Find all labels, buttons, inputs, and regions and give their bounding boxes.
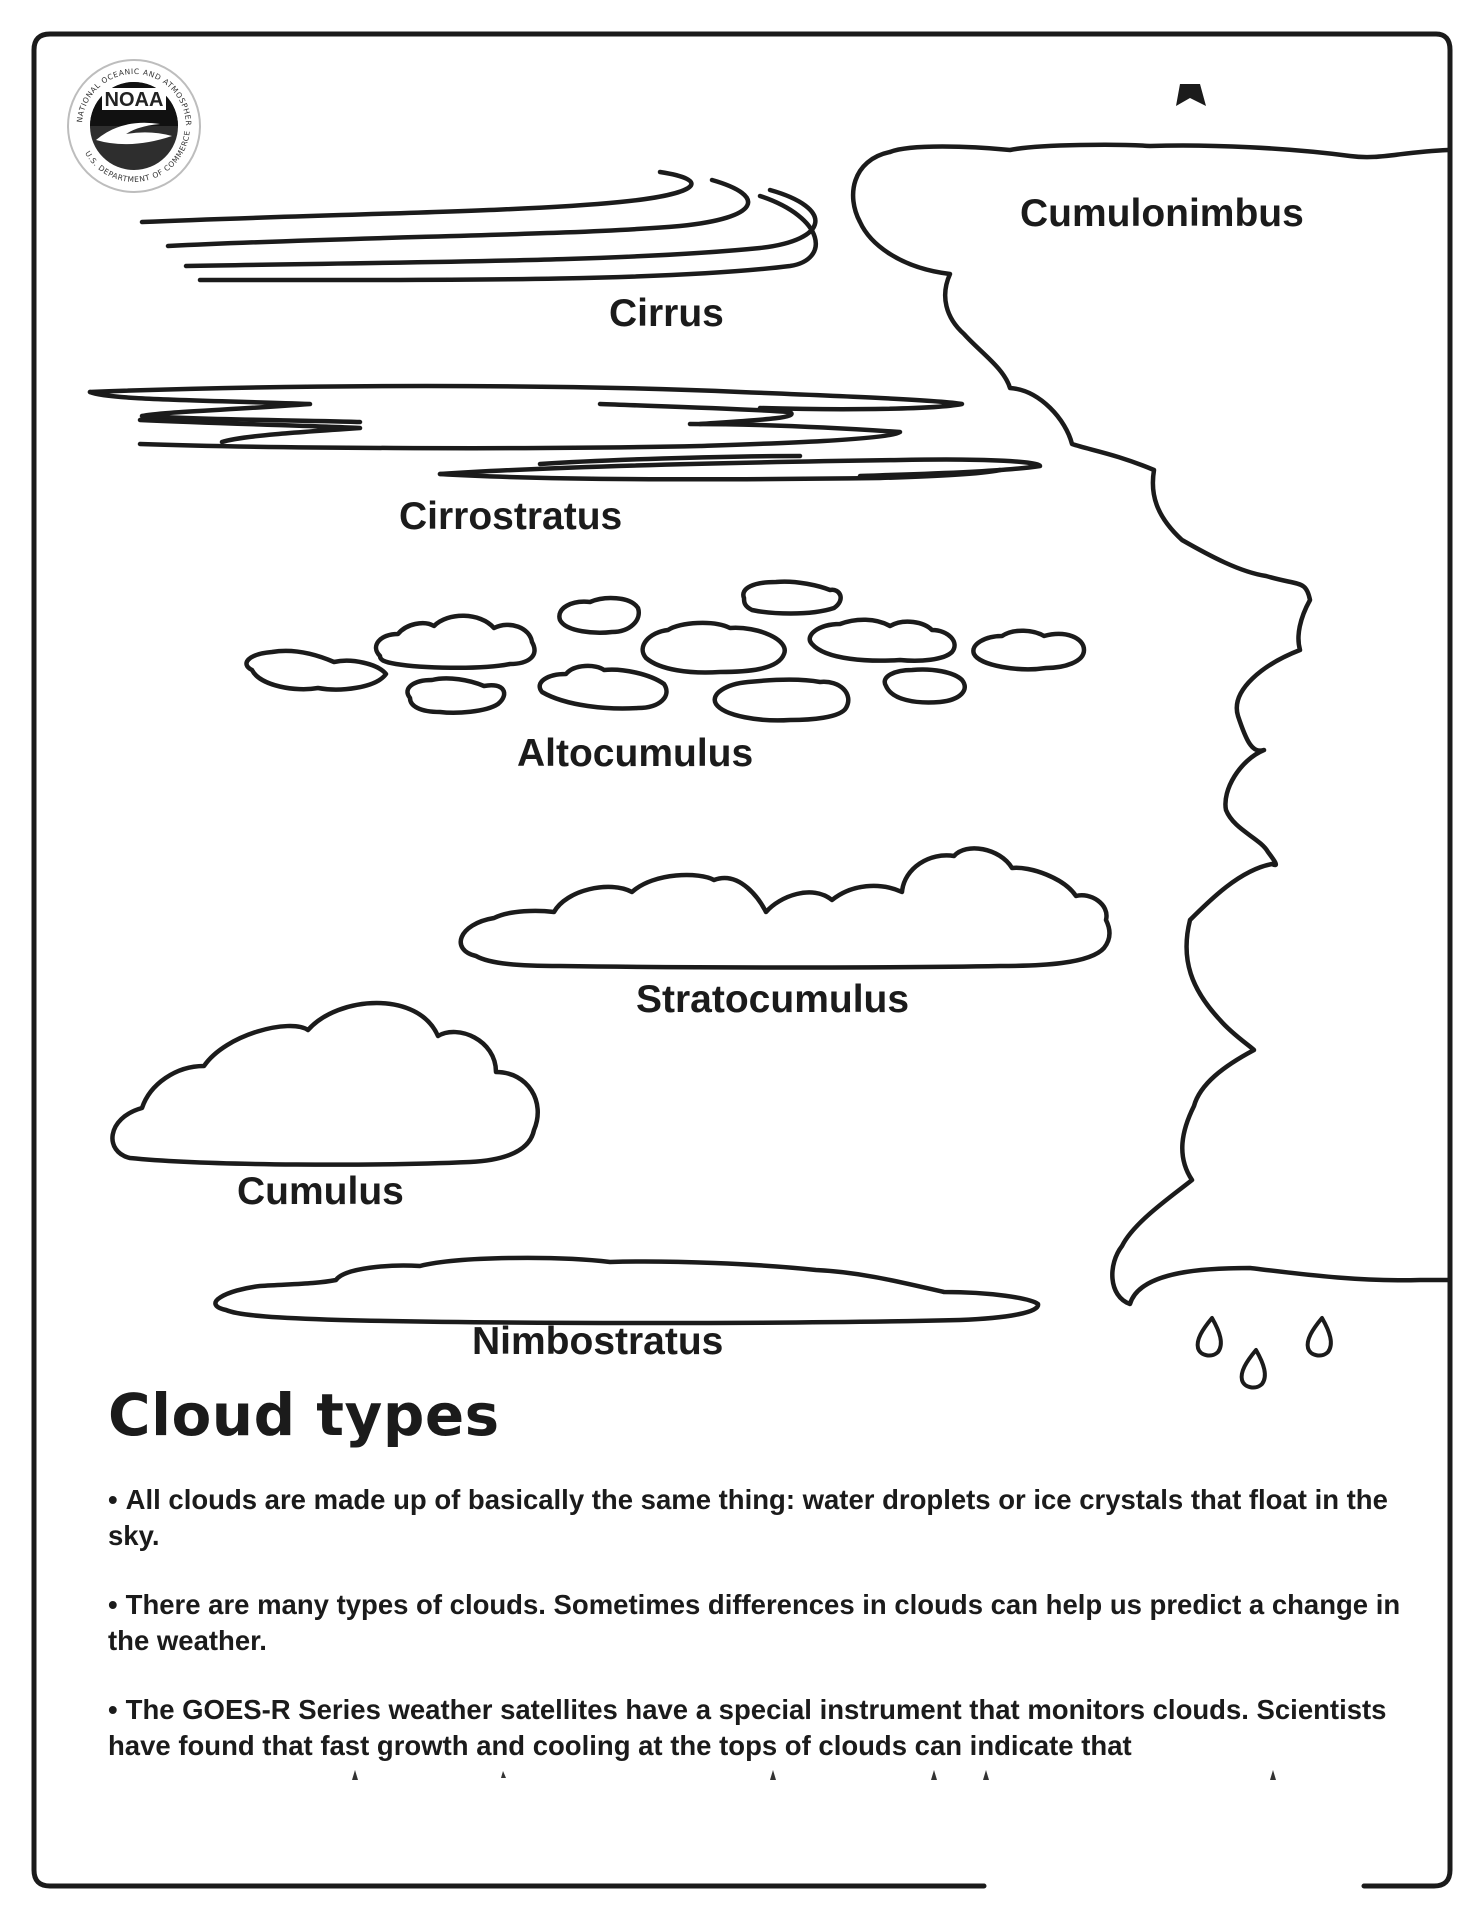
- bullet-2: •There are many types of clouds. Sometim…: [108, 1587, 1408, 1659]
- stratocumulus-cloud-drawing: [458, 846, 1112, 970]
- altocumulus-cloud-drawing: [244, 579, 1087, 723]
- bullet-3: •The GOES-R Series weather satellites ha…: [108, 1692, 1408, 1764]
- noaa-logo: NATIONAL OCEANIC AND ATMOSPHERIC ADMINIS…: [0, 0, 201, 193]
- cumulonimbus-cloud-drawing: [850, 142, 1451, 1307]
- cumulus-cloud-drawing: [110, 1000, 540, 1167]
- label-cirrus: Cirrus: [609, 292, 724, 335]
- label-cumulonimbus: Cumulonimbus: [1020, 192, 1304, 235]
- bullet-1-text: All clouds are made up of basically the …: [108, 1484, 1388, 1551]
- bullet-dot: •: [108, 1484, 118, 1515]
- label-cirrostratus: Cirrostratus: [399, 495, 623, 538]
- label-cumulus: Cumulus: [237, 1170, 404, 1213]
- nimbostratus-cloud-drawing: [213, 1255, 1041, 1326]
- label-stratocumulus: Stratocumulus: [636, 978, 910, 1021]
- label-nimbostratus: Nimbostratus: [472, 1320, 724, 1363]
- bullet-1: •All clouds are made up of basically the…: [108, 1482, 1408, 1554]
- top-mark-icon: [1176, 84, 1206, 106]
- bullet-dot: •: [108, 1694, 118, 1725]
- page-border: [31, 31, 1453, 1889]
- cirrostratus-cloud-drawing: [87, 383, 1043, 482]
- cirrus-cloud-drawing: [139, 169, 818, 283]
- label-altocumulus: Altocumulus: [517, 732, 754, 775]
- raindrops-icon: [1195, 1316, 1333, 1390]
- bullet-dot: •: [108, 1589, 118, 1620]
- svg-text:NOAA: NOAA: [105, 89, 164, 111]
- bottom-edge-marks: [352, 1770, 1276, 1780]
- bullet-3-text: The GOES-R Series weather satellites hav…: [108, 1694, 1387, 1761]
- page-title: Cloud types: [108, 1381, 500, 1449]
- bullet-2-text: There are many types of clouds. Sometime…: [108, 1589, 1401, 1656]
